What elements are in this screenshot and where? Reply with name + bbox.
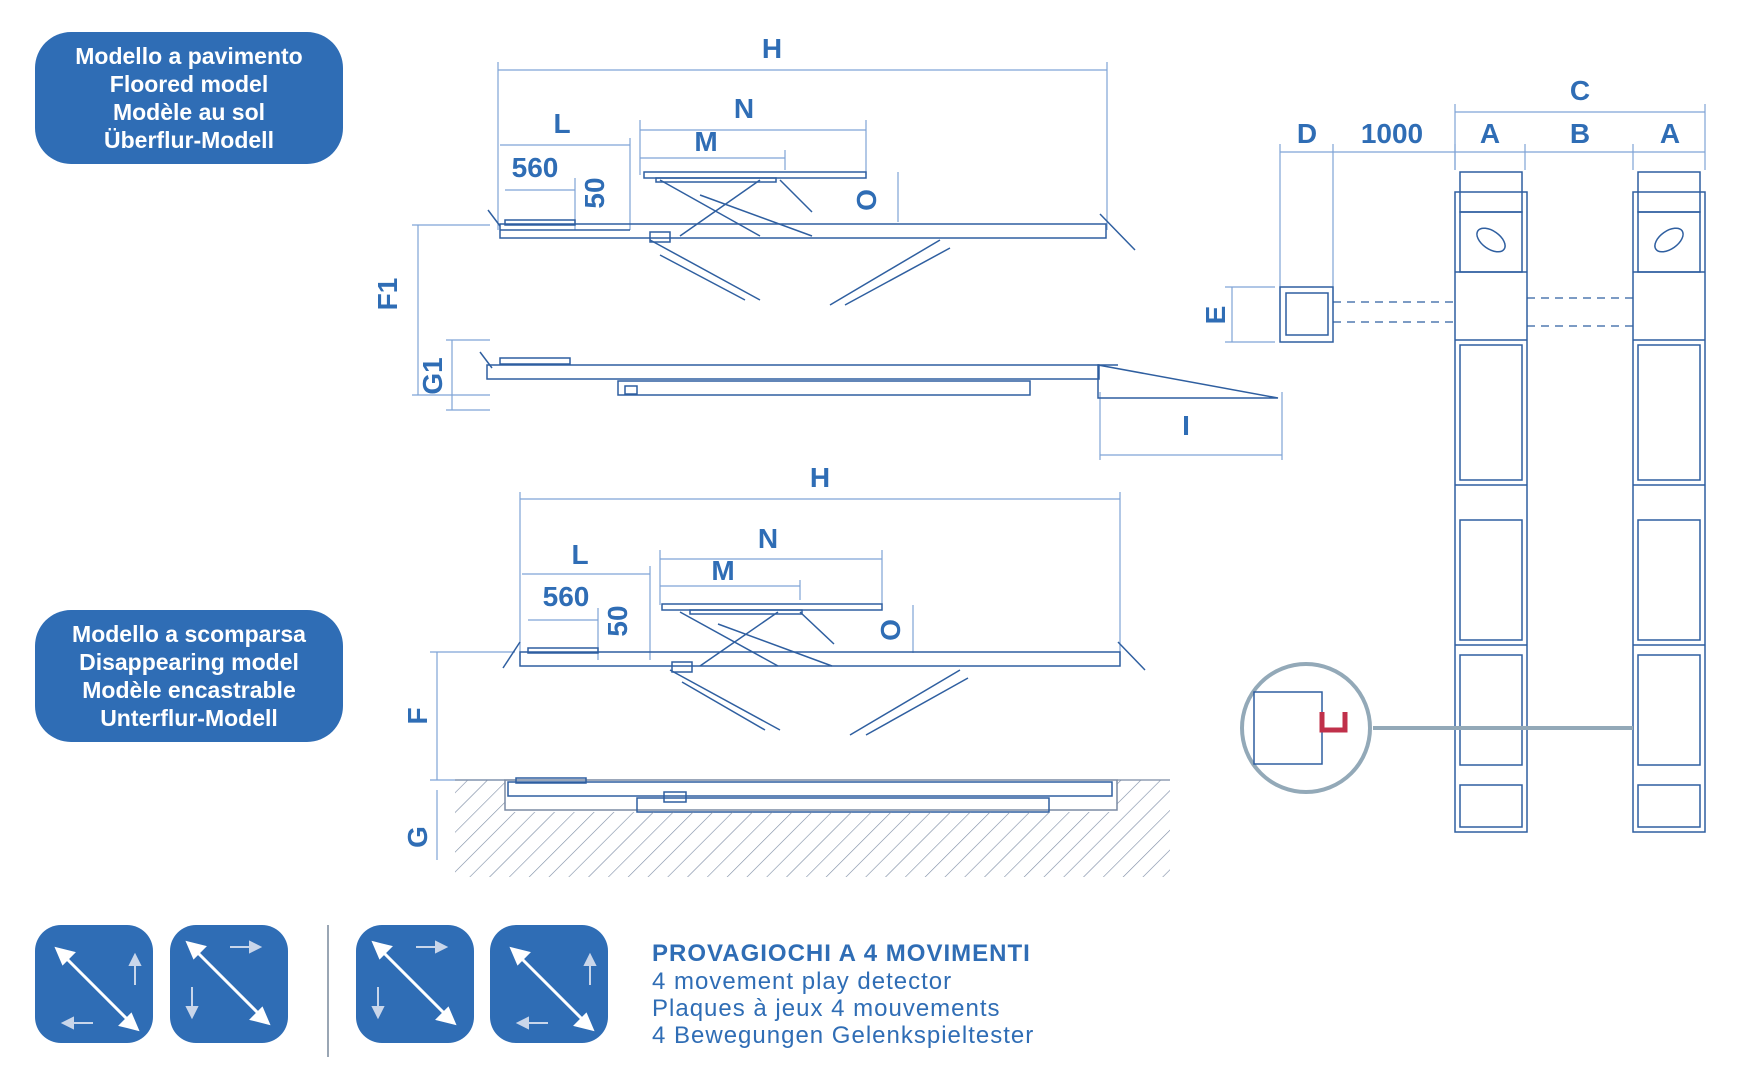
disappearing-side-view: [430, 492, 1146, 860]
floored-model-label-it: Modello a pavimento: [75, 43, 303, 69]
dim-h-bottom: H: [810, 462, 830, 493]
detail-callout: [1240, 662, 1633, 794]
floored-side-view: [412, 62, 1283, 460]
dim-560-top: 560: [512, 152, 559, 183]
floored-model-label-fr: Modèle au sol: [112, 99, 266, 125]
legend-title: PROVAGIOCHI A 4 MOVIMENTI: [652, 940, 1031, 967]
floored-model-label-de: Überflur-Modell: [104, 127, 274, 153]
diagonal-up-left-icon: [35, 925, 153, 1043]
dim-560-bottom: 560: [543, 581, 590, 612]
play-detector-legend: PROVAGIOCHI A 4 MOVIMENTI 4 movement pla…: [652, 940, 1034, 1049]
dim-f: F: [402, 707, 433, 724]
disappearing-model-label-fr: Modèle encastrable: [82, 677, 296, 703]
dim-o-bottom: O: [875, 619, 906, 641]
dim-m-top: M: [694, 126, 717, 157]
dim-h-top: H: [762, 33, 782, 64]
diagonal-down-right-icon: [170, 925, 288, 1043]
diagonal-up-left-icon: [490, 925, 608, 1043]
dim-50-top: 50: [579, 177, 610, 208]
dim-c: C: [1570, 75, 1590, 106]
dim-b: B: [1570, 118, 1590, 149]
dim-d: D: [1297, 118, 1317, 149]
diagonal-down-right-icon: [356, 925, 474, 1043]
dim-e: E: [1200, 306, 1231, 325]
floored-model-badge: Modello a pavimento Floored model Modèle…: [35, 32, 343, 164]
dim-o-top: O: [851, 189, 882, 211]
dim-f1: F1: [372, 278, 403, 311]
ground-hatch: [455, 780, 1170, 877]
legend-line-en: 4 movement play detector: [652, 968, 953, 995]
legend-line-de: 4 Bewegungen Gelenkspieltester: [652, 1022, 1035, 1049]
floored-model-label-en: Floored model: [109, 71, 269, 97]
legend-line-fr: Plaques à jeux 4 mouvements: [652, 995, 1001, 1022]
dim-n-bottom: N: [758, 523, 778, 554]
dim-50-bottom: 50: [602, 605, 633, 636]
disappearing-model-label-it: Modello a scomparsa: [72, 621, 306, 647]
dim-a-left: A: [1480, 118, 1500, 149]
disappearing-model-label-en: Disappearing model: [79, 649, 299, 675]
dim-i: I: [1182, 410, 1190, 441]
icon-divider: [327, 925, 329, 1057]
dim-1000: 1000: [1361, 118, 1423, 149]
dim-l-bottom: L: [571, 539, 588, 570]
disappearing-model-label-de: Unterflur-Modell: [100, 705, 278, 731]
dim-g1: G1: [417, 357, 448, 394]
dim-n-top: N: [734, 93, 754, 124]
dim-l-top: L: [553, 108, 570, 139]
dim-a-right: A: [1660, 118, 1680, 149]
plan-view: [1225, 104, 1706, 833]
disappearing-model-badge: Modello a scomparsa Disappearing model M…: [35, 610, 343, 742]
dim-g: G: [402, 826, 433, 848]
dim-m-bottom: M: [711, 555, 734, 586]
